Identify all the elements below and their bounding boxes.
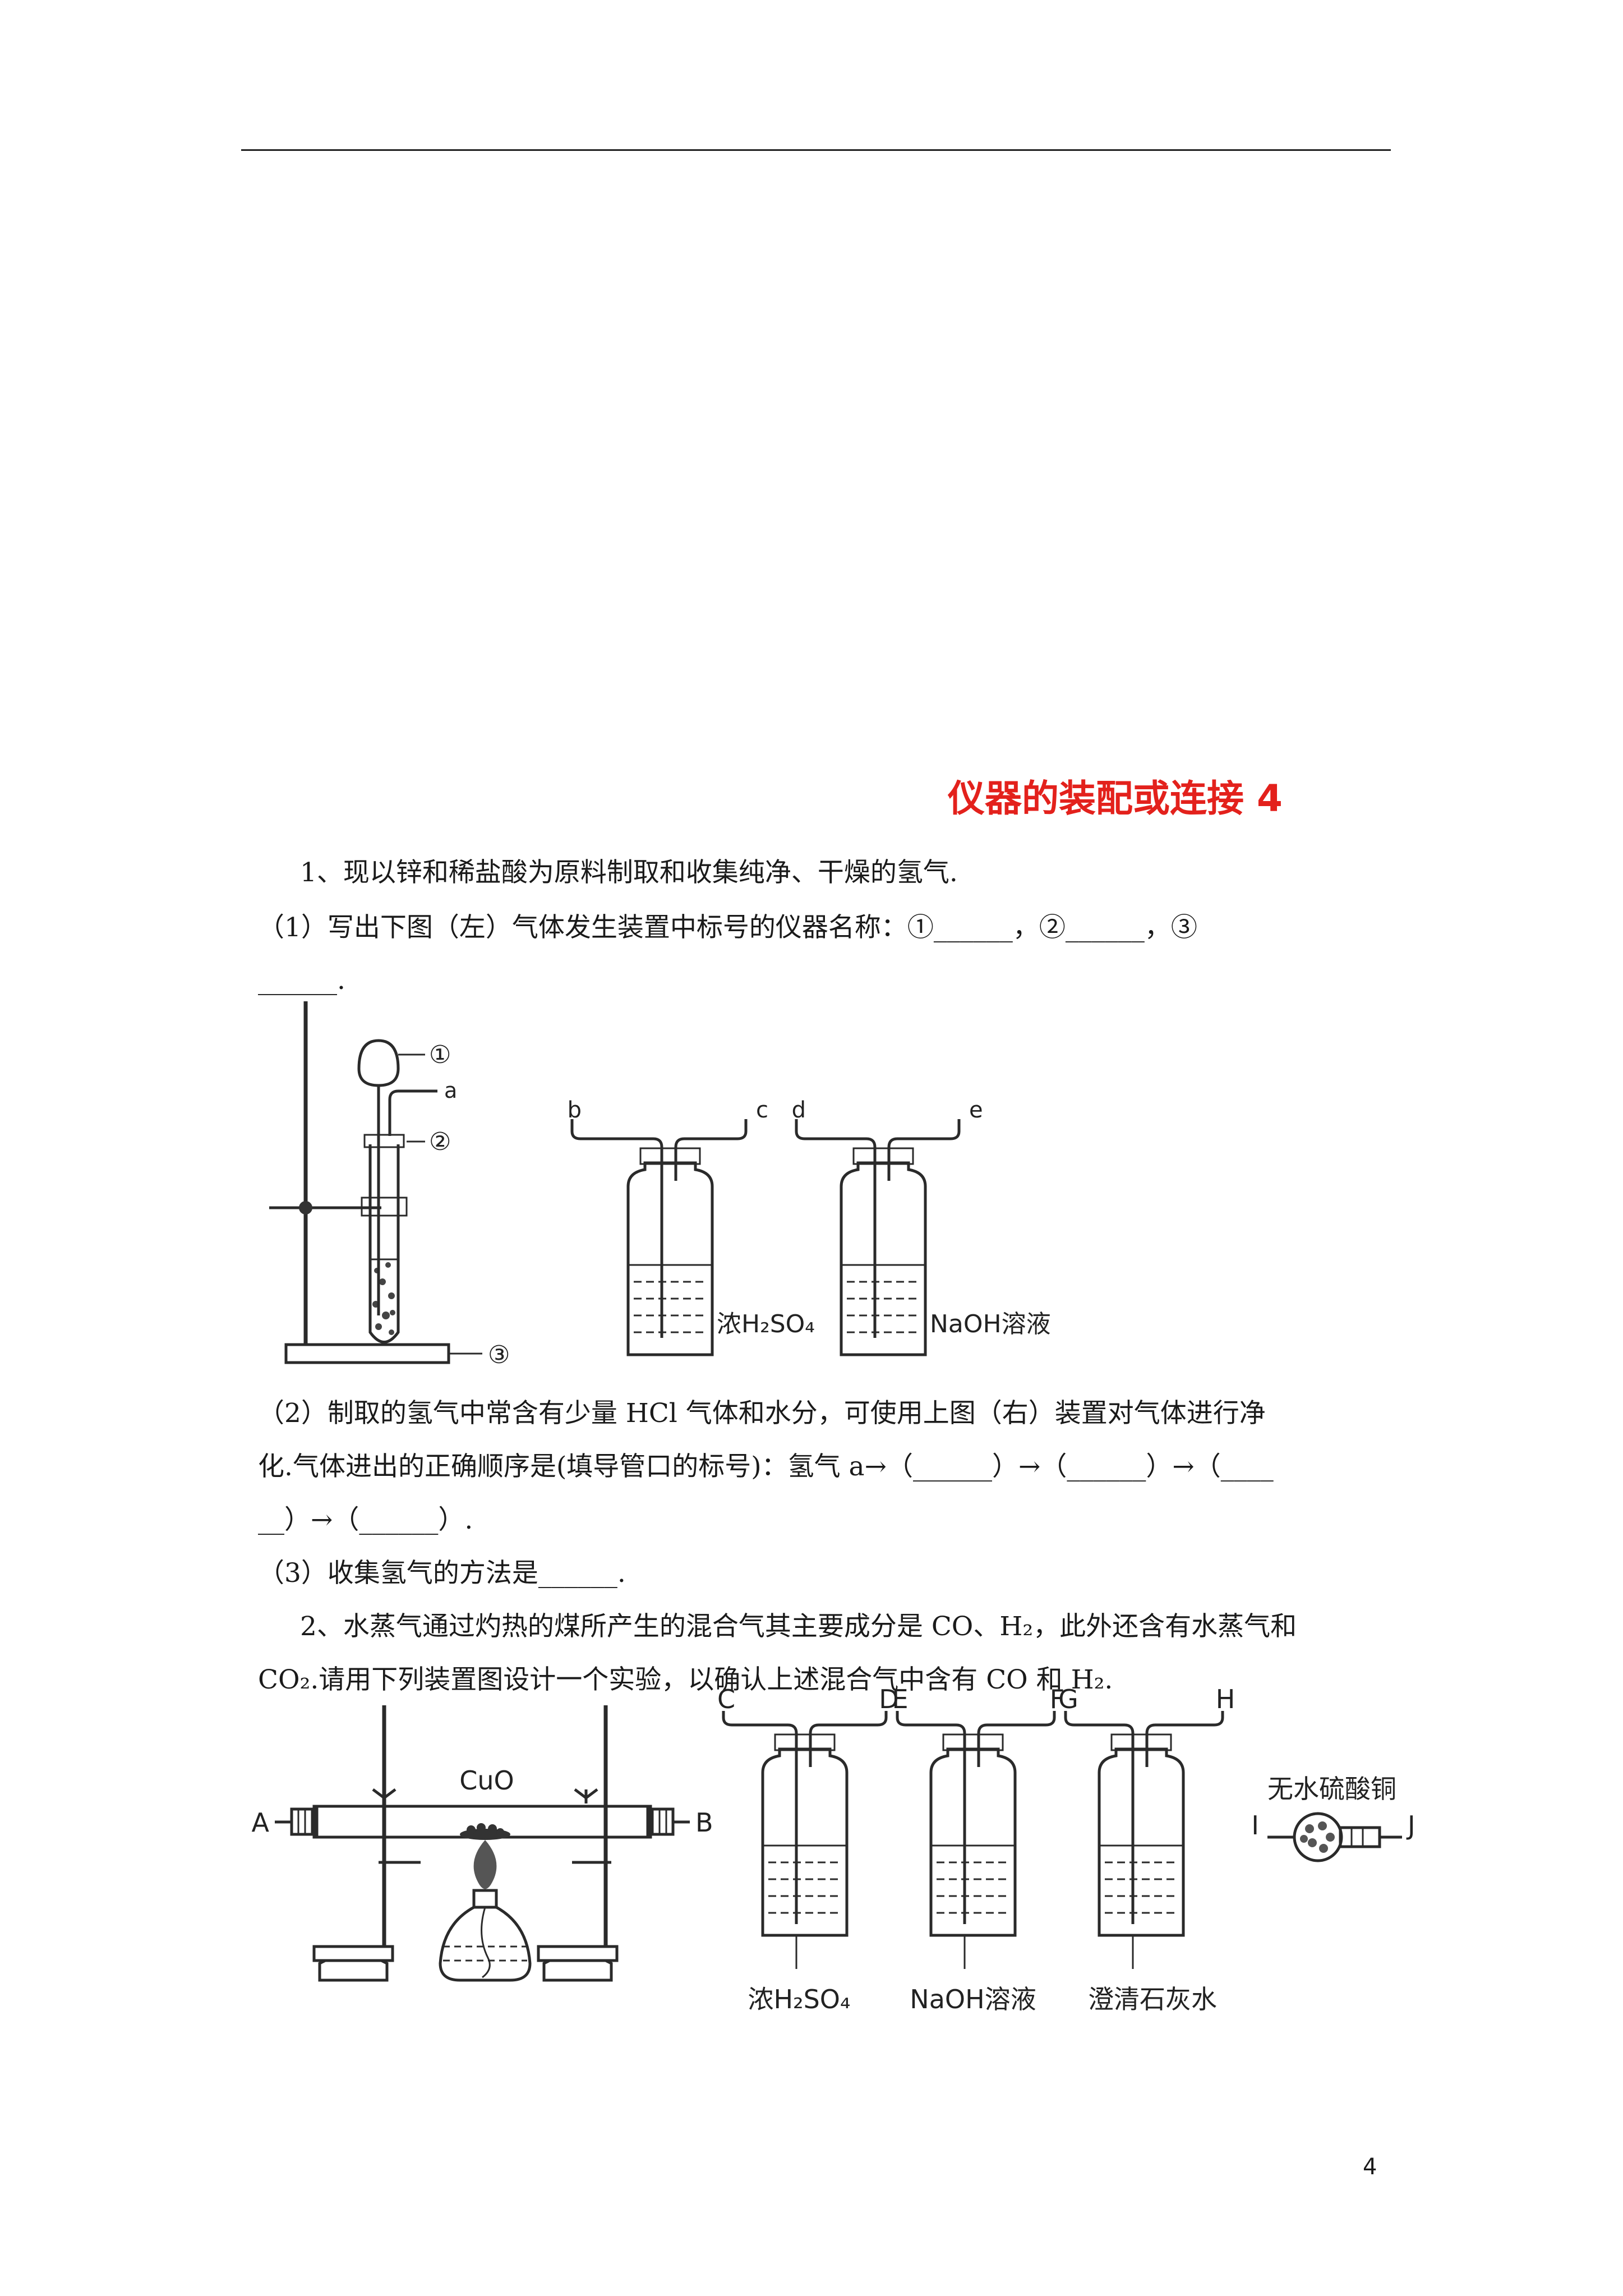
bottle-d-label: D: [879, 1684, 898, 1714]
bottle-h-label: H: [1216, 1684, 1235, 1714]
bottle-f-label: F: [1050, 1684, 1064, 1714]
q2-line1: 2、水蒸气通过灼热的煤所产生的混合气其主要成分是 CO、H₂，此外还含有水蒸气和: [300, 1611, 1297, 1642]
bottle2-out-label: e: [969, 1097, 983, 1123]
wash-bottle-naoh: d e NaOH溶液: [792, 1097, 1051, 1356]
drying-tube-cuso4: 无水硫酸铜 I J: [1251, 1774, 1415, 1862]
q1-part1-cont: ______.: [258, 965, 345, 996]
bottle1-in-label: b: [568, 1097, 582, 1123]
q1-part2-cont2: __）→（______）.: [258, 1504, 473, 1535]
bottle-h2so4-liquid: 浓H₂SO₄: [748, 1984, 851, 2014]
q1-intro: 1、现以锌和稀盐酸为原料制取和收集纯净、干燥的氢气.: [300, 857, 958, 888]
drying-tube-left-label: I: [1251, 1810, 1259, 1841]
bottle1-liquid-label: 浓H₂SO₄: [717, 1310, 815, 1338]
q1-part3: （3）收集氢气的方法是______.: [258, 1558, 626, 1589]
page-number: 4: [1363, 2154, 1377, 2180]
bottle-limewater: G H 澄清石灰水: [1058, 1684, 1235, 2014]
q1-part1: （1）写出下图（左）气体发生装置中标号的仪器名称：①______，②______…: [258, 912, 1197, 943]
q1-part2: （2）制取的氢气中常含有少量 HCl 气体和水分，可使用上图（右）装置对气体进行…: [258, 1398, 1266, 1429]
tube-right-label: B: [695, 1807, 713, 1838]
q2-line2: CO₂.请用下列装置图设计一个实验，以确认上述混合气中含有 CO 和 H₂.: [258, 1664, 1113, 1695]
bottle-limewater-liquid: 澄清石灰水: [1088, 1984, 1217, 2014]
right-stand: [537, 1705, 619, 1982]
label-2: ②: [429, 1128, 451, 1156]
header-rule: [241, 149, 1391, 151]
label-3: ③: [488, 1341, 510, 1369]
bottle1-out-label: c: [756, 1097, 768, 1123]
bottle2-liquid-label: NaOH溶液: [930, 1310, 1051, 1338]
bottle-naoh: E F NaOH溶液: [892, 1684, 1064, 2014]
figure-1: ① a ② ③ b c 浓H₂SO₄ d e: [269, 1001, 1051, 1369]
alcohol-lamp: [439, 1840, 532, 1982]
bottle-g-label: G: [1058, 1684, 1078, 1714]
delivery-tube-a: [388, 1089, 437, 1136]
bottle2-in-label: d: [792, 1097, 806, 1123]
label-1: ①: [429, 1041, 451, 1069]
figure-2: CuO A B C D 浓H₂SO₄ E F: [252, 1684, 1415, 2014]
bottle-naoh-liquid: NaOH溶液: [910, 1984, 1036, 2014]
drying-tube-label: 无水硫酸铜: [1267, 1774, 1396, 1804]
tube-left-label: A: [252, 1807, 270, 1838]
bottle-h2so4: C D 浓H₂SO₄: [717, 1684, 899, 2014]
bottle-e-label: E: [892, 1684, 908, 1714]
drying-tube-right-label: J: [1406, 1810, 1415, 1841]
long-neck-funnel: [357, 1039, 400, 1315]
test-tube: [361, 1134, 408, 1343]
wash-bottle-h2so4: b c 浓H₂SO₄: [568, 1097, 815, 1356]
bottle-c-label: C: [717, 1684, 735, 1714]
combustion-tube-cuo: CuO A B: [252, 1765, 713, 1840]
page-title: 仪器的装配或连接 4: [948, 777, 1283, 820]
label-a: a: [444, 1078, 457, 1103]
left-stand: [312, 1705, 421, 1982]
q1-part2-cont1: 化.气体进出的正确顺序是(填导管口的标号)：氢气 a→（______）→（___…: [258, 1451, 1274, 1482]
cuo-label: CuO: [459, 1765, 514, 1796]
